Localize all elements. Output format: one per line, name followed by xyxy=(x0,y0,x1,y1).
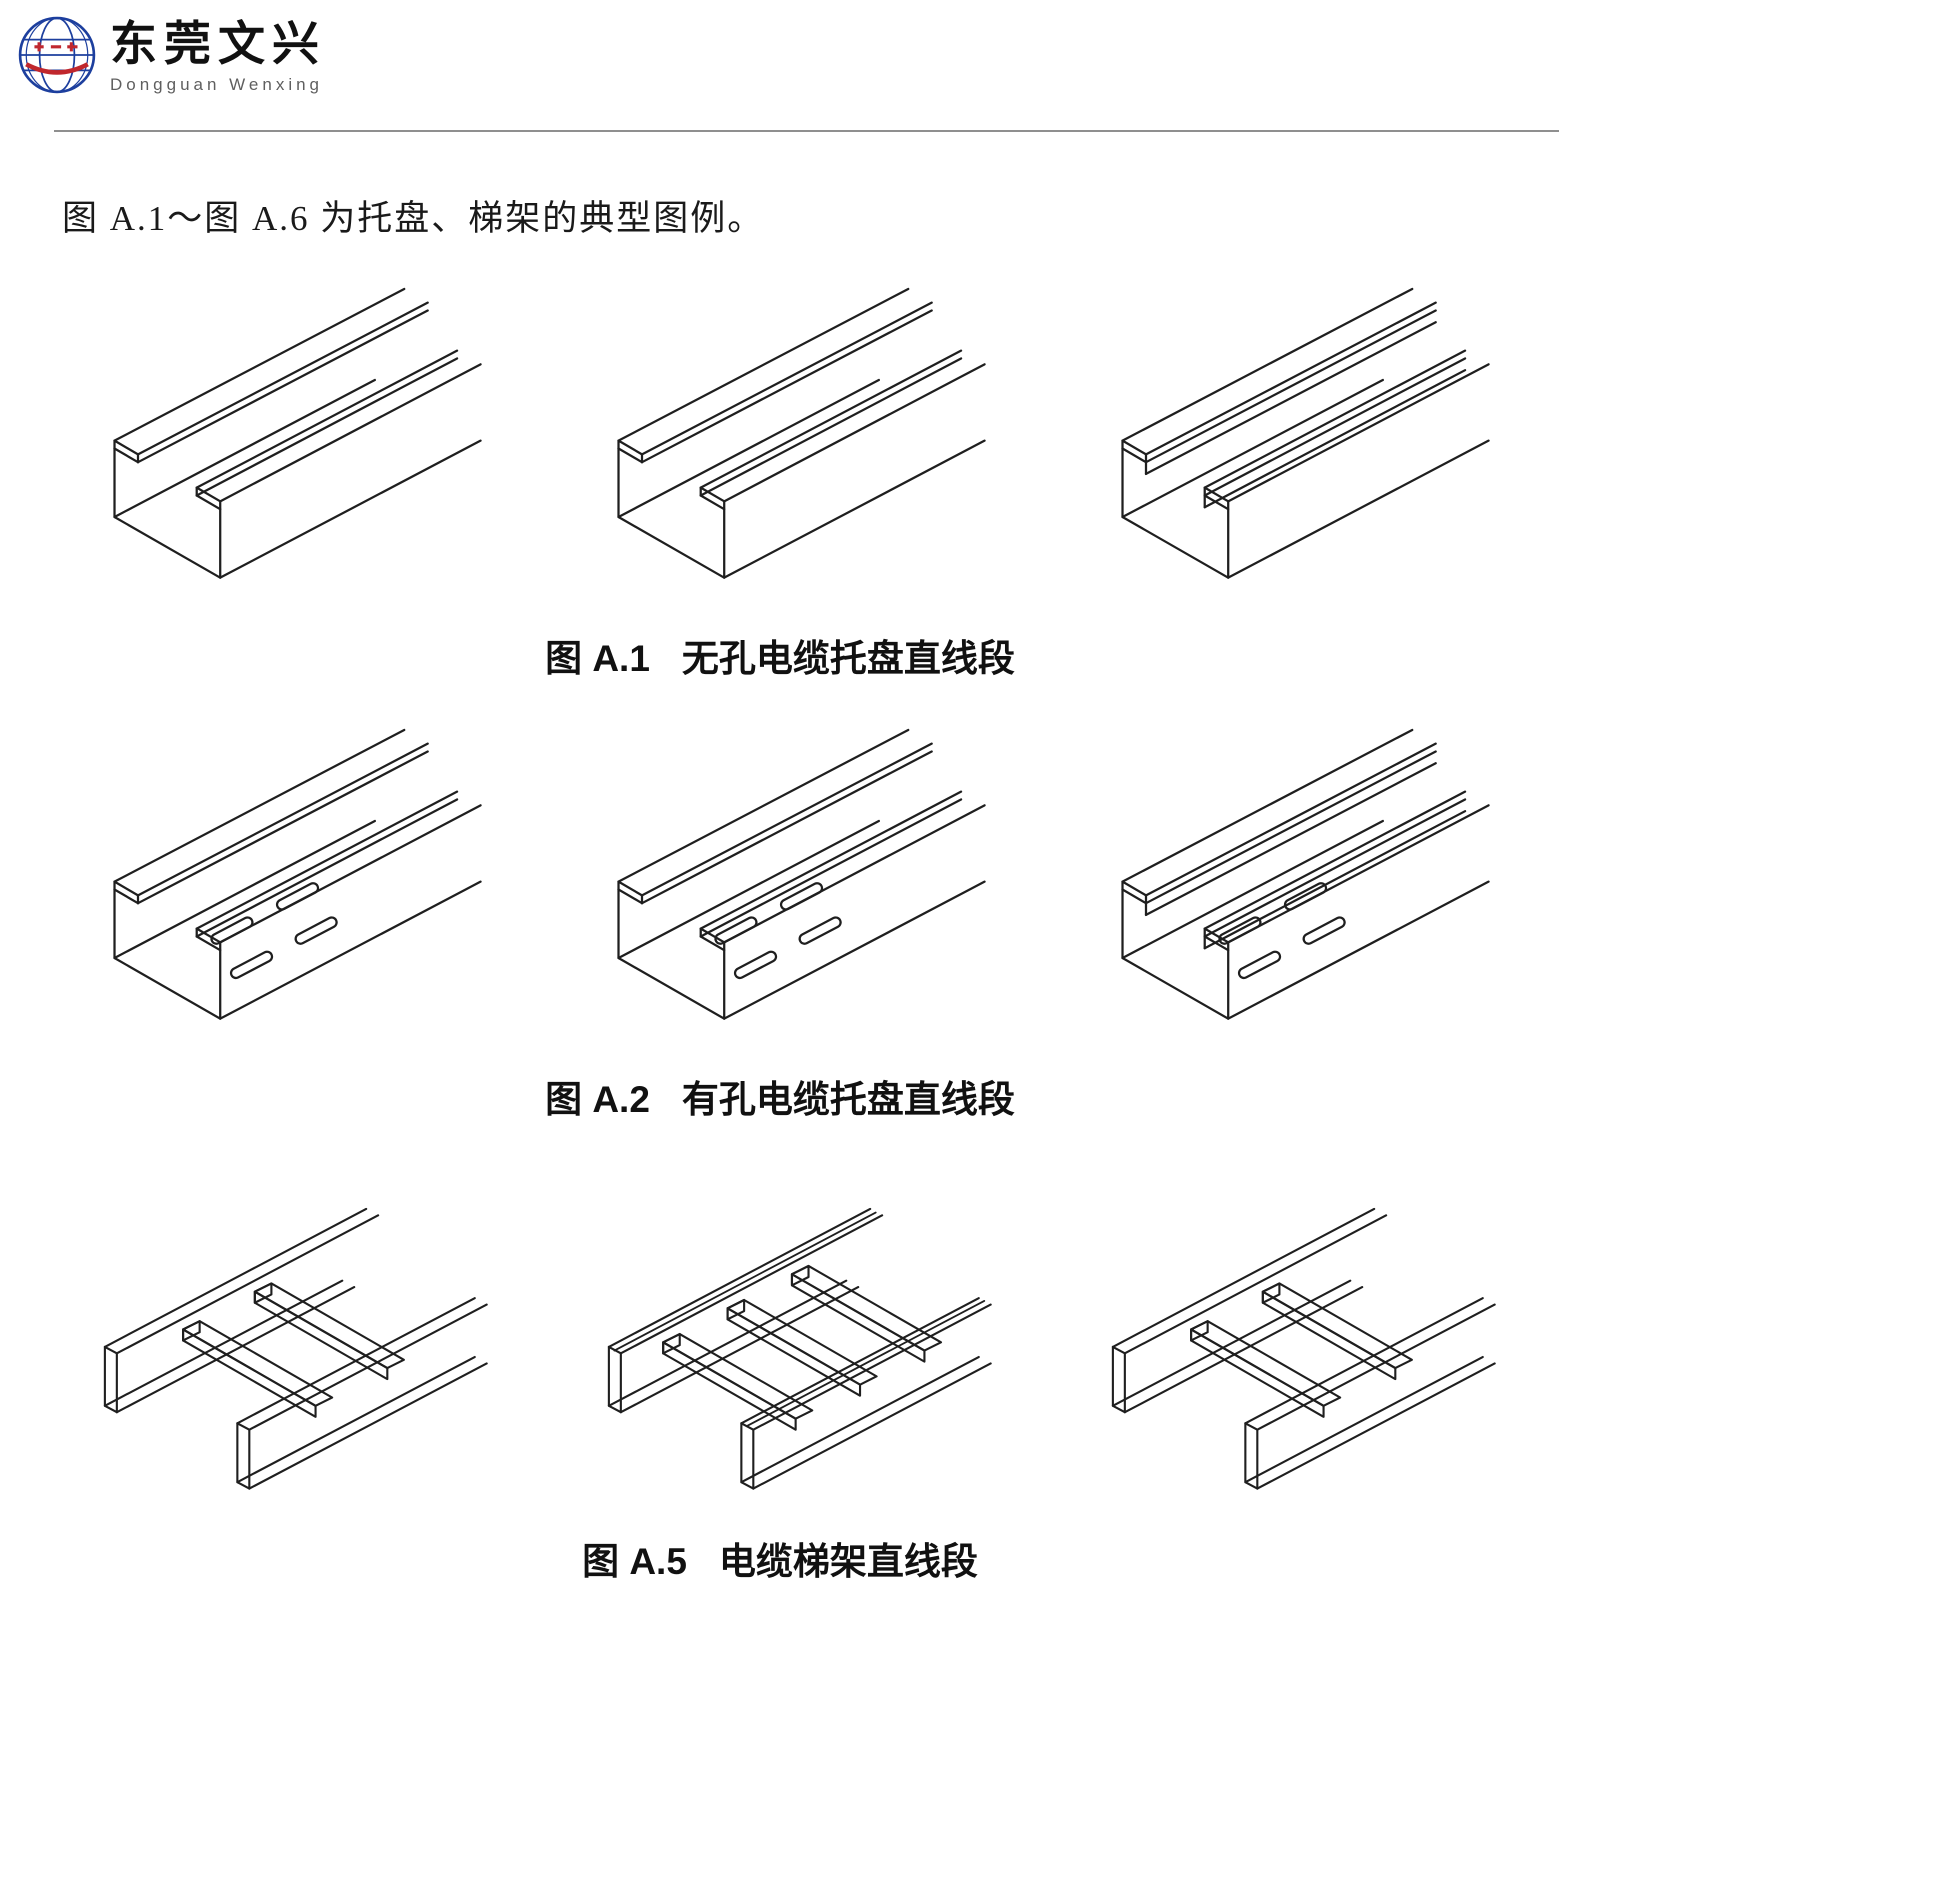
figure-a5-drawings xyxy=(0,1185,1560,1502)
cable-ladder-drawing-1 xyxy=(103,1208,488,1491)
plain-cable-tray-drawing-3 xyxy=(1121,287,1490,579)
figure-a5: 图 A.5 电缆梯架直线段 xyxy=(0,1185,1943,1584)
figure-a2-number: 图 A.2 xyxy=(545,1079,650,1121)
figure-a1-number: 图 A.1 xyxy=(545,638,650,680)
figure-a1-title: 无孔电缆托盘直线段 xyxy=(681,638,1015,680)
perforated-cable-tray-drawing-2 xyxy=(617,729,986,1020)
header-divider xyxy=(54,130,1559,132)
plain-cable-tray-drawing-1 xyxy=(113,287,482,579)
figure-a2-caption: 图 A.2 有孔电缆托盘直线段 xyxy=(0,1069,1560,1123)
figure-a5-number: 图 A.5 xyxy=(582,1540,687,1582)
perforated-cable-tray-drawing-1 xyxy=(113,729,482,1020)
page-header: 东莞文兴 Dongguan Wenxing xyxy=(0,0,1943,132)
figure-a5-caption: 图 A.5 电缆梯架直线段 xyxy=(0,1531,1560,1585)
intro-text: 图 A.1～图 A.6 为托盘、梯架的典型图例。 xyxy=(62,199,765,238)
figure-a1-caption: 图 A.1 无孔电缆托盘直线段 xyxy=(0,628,1560,682)
globe-logo-icon xyxy=(18,16,96,94)
cable-ladder-drawing-3 xyxy=(1111,1208,1496,1491)
logo-title: 东莞文兴 xyxy=(110,19,326,71)
logo-subtitle: Dongguan Wenxing xyxy=(110,74,324,94)
figure-a2-title: 有孔电缆托盘直线段 xyxy=(681,1079,1015,1121)
plain-cable-tray-drawing-2 xyxy=(617,287,986,579)
figure-a1: 图 A.1 无孔电缆托盘直线段 xyxy=(0,287,1943,682)
figure-a2: 图 A.2 有孔电缆托盘直线段 xyxy=(0,728,1943,1123)
cable-ladder-drawing-2 xyxy=(607,1208,992,1491)
figure-a5-title: 电缆梯架直线段 xyxy=(718,1540,978,1582)
figure-a2-drawings xyxy=(0,728,1560,1041)
company-logo: 东莞文兴 Dongguan Wenxing xyxy=(16,14,1943,96)
logo-text: 东莞文兴 Dongguan Wenxing xyxy=(110,14,326,95)
perforated-cable-tray-drawing-3 xyxy=(1121,729,1490,1020)
figure-a1-drawings xyxy=(0,287,1560,600)
